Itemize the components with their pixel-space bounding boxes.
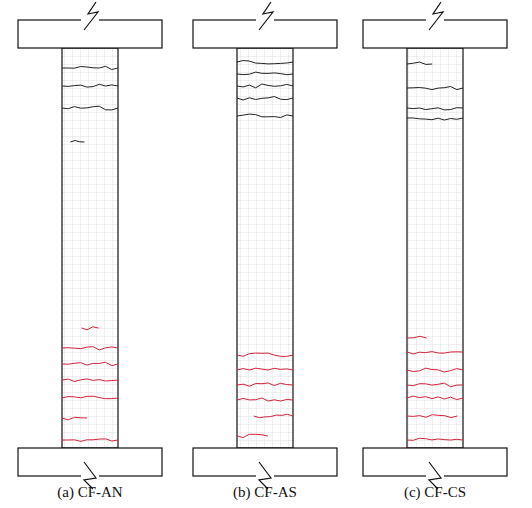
bottom-beam — [18, 448, 162, 476]
grid — [62, 48, 118, 448]
break-gap — [426, 475, 444, 478]
specimen-caption: (a) CF-AN — [57, 484, 122, 501]
top-beam — [363, 20, 507, 48]
crack-pattern — [62, 61, 463, 442]
crack-line — [62, 417, 87, 420]
break-gap — [81, 19, 99, 22]
crack-line — [62, 396, 118, 399]
top-beam — [193, 20, 337, 48]
crack-line — [407, 396, 463, 400]
crack-line — [407, 415, 457, 418]
specimen-frames — [18, 2, 507, 489]
crack-line — [407, 87, 463, 90]
break-gap — [81, 475, 99, 478]
grid — [407, 48, 463, 448]
crack-line — [407, 336, 427, 338]
specimen-caption: (c) CF-CS — [404, 484, 466, 501]
column-outline — [62, 48, 118, 448]
crack-line — [407, 352, 463, 354]
break-line — [84, 2, 98, 30]
crack-line — [82, 327, 99, 330]
crack-line — [62, 84, 118, 87]
crack-line — [237, 368, 293, 370]
crack-line — [254, 414, 293, 417]
crack-line — [237, 84, 293, 88]
crack-line — [62, 379, 118, 382]
bottom-beam — [363, 448, 507, 476]
crack-line — [237, 97, 293, 101]
top-beam — [18, 20, 162, 48]
crack-line — [70, 141, 84, 143]
break-gap — [256, 475, 274, 478]
crack-line — [237, 353, 293, 356]
column-outline — [237, 48, 293, 448]
crack-line — [407, 62, 432, 64]
crack-line — [237, 61, 293, 64]
crack-line — [407, 118, 463, 120]
crack-line — [407, 438, 463, 440]
crack-line — [407, 383, 463, 387]
crack-line — [62, 362, 118, 365]
crack-line — [237, 383, 293, 386]
grid — [237, 48, 293, 448]
crack-line — [237, 114, 293, 117]
bottom-beam — [193, 448, 337, 476]
crack-line — [62, 106, 118, 110]
break-gap — [426, 19, 444, 22]
crack-line — [407, 368, 463, 372]
crack-line — [407, 108, 463, 110]
crack-line — [62, 439, 118, 442]
break-line — [429, 2, 443, 30]
crack-line — [237, 434, 268, 437]
crack-line — [62, 66, 118, 69]
break-gap — [256, 19, 274, 22]
crack-line — [237, 72, 293, 75]
crack-line — [62, 347, 118, 350]
specimen-caption: (b) CF-AS — [233, 484, 297, 501]
break-line — [259, 2, 273, 30]
crack-line — [237, 398, 293, 401]
column-outline — [407, 48, 463, 448]
